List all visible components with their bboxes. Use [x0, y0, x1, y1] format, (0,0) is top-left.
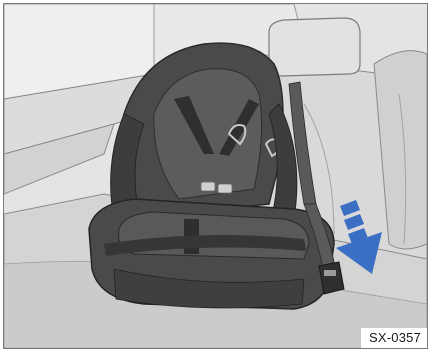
figure-frame: SX-0357 [3, 3, 428, 349]
figure-code-label: SX-0357 [361, 328, 427, 348]
child-seat-illustration [4, 4, 427, 348]
